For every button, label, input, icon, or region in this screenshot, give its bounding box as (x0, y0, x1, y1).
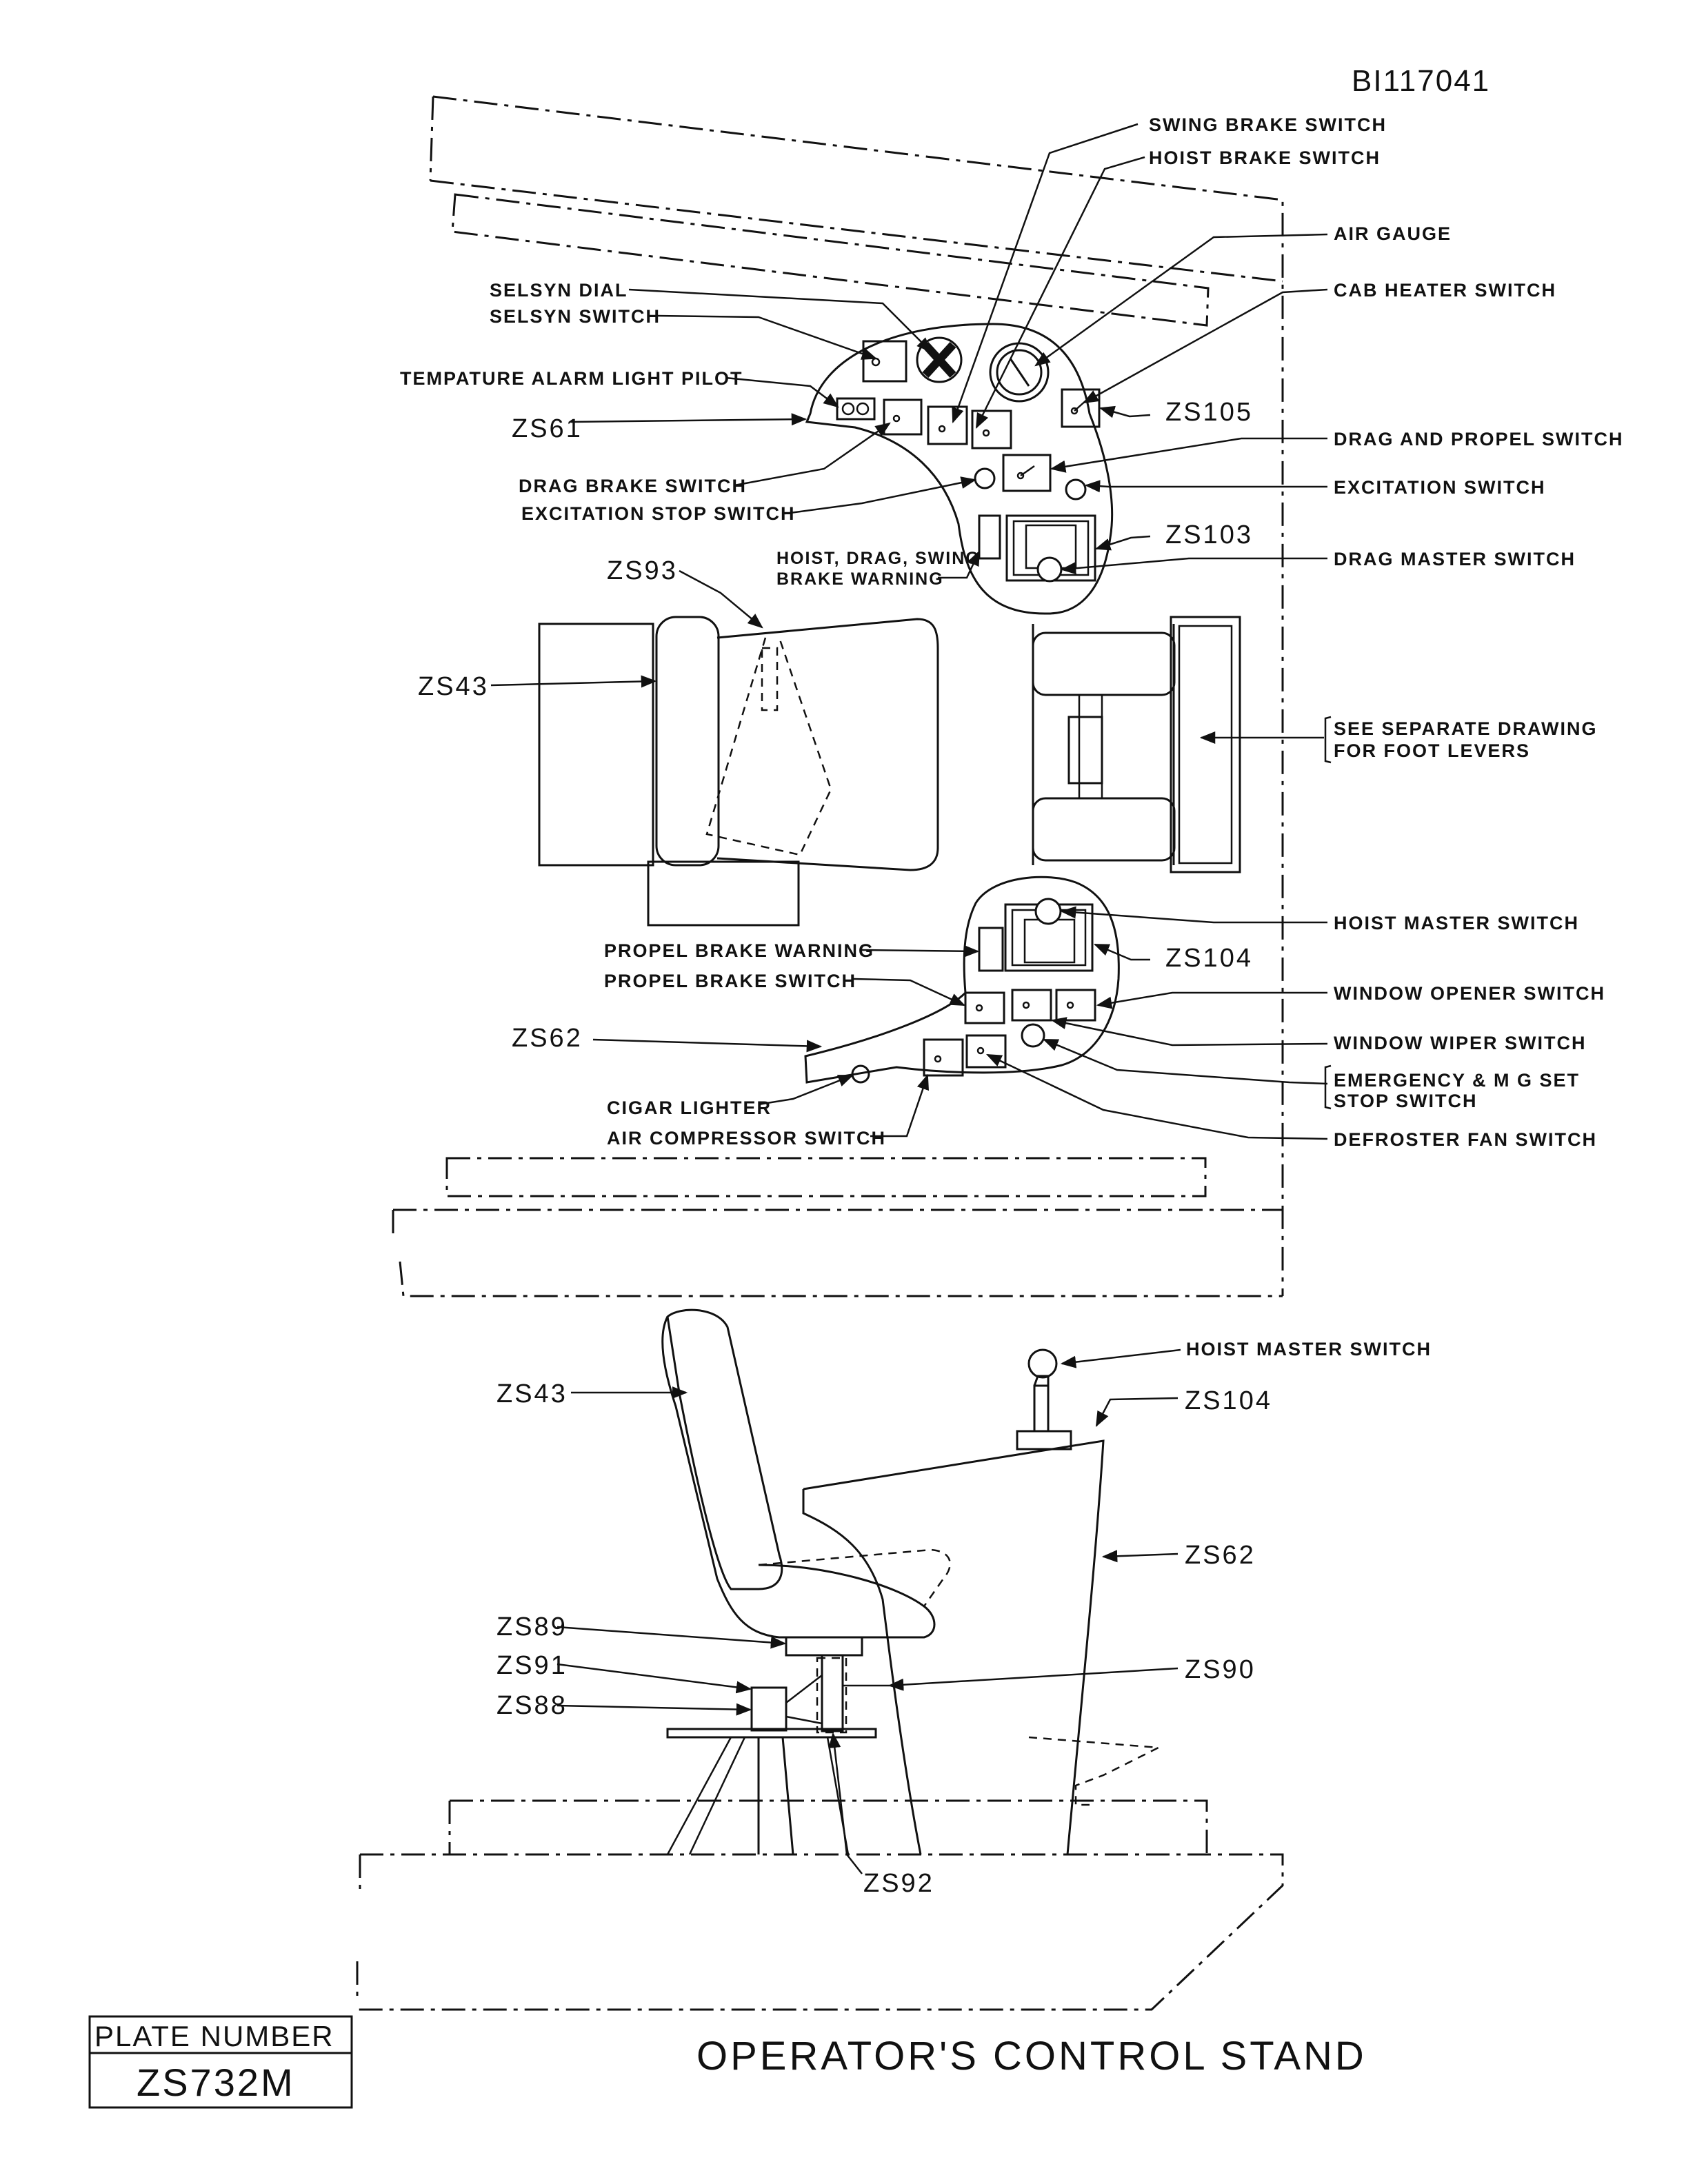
label-zs92: ZS92 (863, 1869, 934, 1898)
floor-left-edge (356, 1854, 361, 1996)
air-compressor-switch-plate (923, 1038, 964, 1077)
label-zs91: ZS91 (497, 1651, 568, 1680)
label-zs93: ZS93 (607, 556, 678, 585)
label-hoist-master-switch-plan: HOIST MASTER SWITCH (1334, 913, 1579, 933)
label-foot-levers-1: SEE SEPARATE DRAWING (1334, 718, 1598, 739)
label-temp-alarm-light: TEMPATURE ALARM LIGHT PILOT (400, 368, 743, 389)
label-air-gauge: AIR GAUGE (1334, 223, 1452, 244)
excitation-stop-switch-icon (974, 467, 996, 489)
label-brake-warning-2: BRAKE WARNING (776, 569, 944, 589)
side-leader-lines (556, 1348, 1181, 1874)
air-gauge-icon (989, 342, 1050, 403)
label-drag-brake-switch: DRAG BRAKE SWITCH (519, 476, 747, 496)
plate-number: ZS732M (137, 2061, 295, 2104)
platform-outline (450, 1799, 1208, 1854)
temp-alarm-light-icon (836, 397, 876, 421)
rear-strip (445, 1157, 1207, 1197)
label-zs88: ZS88 (497, 1691, 568, 1720)
label-defroster-fan-switch: DEFROSTER FAN SWITCH (1334, 1129, 1597, 1150)
foot-lever-area (1032, 616, 1241, 873)
label-excitation-switch: EXCITATION SWITCH (1334, 477, 1545, 498)
plate-number-box: PLATE NUMBER ZS732M (88, 2015, 353, 2109)
label-zs43-plan: ZS43 (418, 672, 489, 701)
seat-side (661, 1308, 951, 1855)
drawing-number: BI117041 (1352, 64, 1490, 98)
label-selsyn-switch: SELSYN SWITCH (490, 306, 661, 327)
label-air-compressor-switch: AIR COMPRESSOR SWITCH (607, 1128, 886, 1149)
plan-view: SWING BRAKE SWITCH HOIST BRAKE SWITCH AI… (392, 95, 1624, 1297)
window-strip-outer (430, 179, 1283, 283)
propel-brake-switch-plate (964, 991, 1005, 1024)
drawing-title: OPERATOR'S CONTROL STAND (696, 2034, 1367, 2079)
brake-warning-light (978, 514, 1001, 560)
window-strip (451, 193, 1210, 327)
label-swing-brake-switch: SWING BRAKE SWITCH (1149, 114, 1387, 135)
label-zs89: ZS89 (497, 1612, 568, 1641)
label-drag-master-switch: DRAG MASTER SWITCH (1334, 549, 1576, 569)
foot-levers-bracket (1324, 716, 1332, 764)
propel-brake-warning-light (978, 927, 1004, 972)
label-zs105: ZS105 (1165, 398, 1253, 427)
label-zs104-plan: ZS104 (1165, 944, 1253, 973)
label-zs103: ZS103 (1165, 520, 1253, 549)
label-brake-warning-1: HOIST, DRAG, SWING (776, 549, 981, 568)
swing-brake-switch-plate (971, 410, 1012, 449)
seat-plan (538, 616, 939, 927)
label-window-opener-switch: WINDOW OPENER SWITCH (1334, 983, 1605, 1004)
emergency-stop-switch-icon (1021, 1023, 1045, 1048)
emergency-bracket (1324, 1064, 1332, 1110)
side-view: HOIST MASTER SWITCH ZS104 ZS43 ZS62 ZS89… (355, 1308, 1432, 2011)
label-zs104-side: ZS104 (1185, 1386, 1272, 1415)
label-propel-brake-warning: PROPEL BRAKE WARNING (604, 940, 874, 961)
label-foot-levers-2: FOR FOOT LEVERS (1334, 740, 1530, 761)
label-window-wiper-switch: WINDOW WIPER SWITCH (1334, 1033, 1586, 1053)
defroster-fan-switch-plate (965, 1034, 1007, 1069)
label-cigar-lighter: CIGAR LIGHTER (607, 1098, 772, 1118)
label-zs62-plan: ZS62 (512, 1024, 583, 1053)
label-hoist-master-switch-side: HOIST MASTER SWITCH (1186, 1339, 1432, 1359)
cab-heater-switch-plate (1061, 388, 1101, 428)
label-emergency-2: STOP SWITCH (1334, 1091, 1478, 1111)
drag-propel-switch-plate (1002, 454, 1052, 492)
drag-master-switch-box (1005, 514, 1096, 583)
label-cab-heater-switch: CAB HEATER SWITCH (1334, 280, 1556, 301)
cab-outline-plan (429, 95, 1284, 1296)
window-opener-switch-plate (1055, 989, 1096, 1022)
label-hoist-brake-switch: HOIST BRAKE SWITCH (1149, 148, 1381, 168)
cigar-lighter-icon (851, 1064, 870, 1084)
label-zs62-side: ZS62 (1185, 1541, 1256, 1570)
label-emergency-1: EMERGENCY & M G SET (1334, 1070, 1580, 1091)
label-zs90: ZS90 (1185, 1655, 1256, 1684)
label-zs43-side: ZS43 (497, 1379, 568, 1408)
label-drag-propel-switch: DRAG AND PROPEL SWITCH (1334, 429, 1624, 449)
hoist-brake-switch-plate (927, 405, 968, 445)
excitation-switch-icon (1065, 478, 1087, 501)
plan-leader-lines (490, 123, 1328, 744)
window-wiper-switch-plate (1011, 989, 1052, 1022)
plan-leader-lines-lower (592, 906, 1328, 1140)
label-propel-brake-switch: PROPEL BRAKE SWITCH (604, 971, 856, 991)
drag-brake-switch-plate (883, 398, 923, 436)
plate-label: PLATE NUMBER (94, 2020, 334, 2052)
hoist-master-switch-box (1004, 898, 1094, 972)
label-excitation-stop-switch: EXCITATION STOP SWITCH (521, 503, 796, 524)
console-zs61-outline (805, 323, 1114, 615)
cab-floor-edge (392, 1209, 1283, 1297)
console-side (802, 1348, 1162, 1855)
label-selsyn-dial: SELSYN DIAL (490, 280, 628, 301)
floor-outline (355, 1853, 1284, 2011)
label-zs61: ZS61 (512, 414, 583, 443)
